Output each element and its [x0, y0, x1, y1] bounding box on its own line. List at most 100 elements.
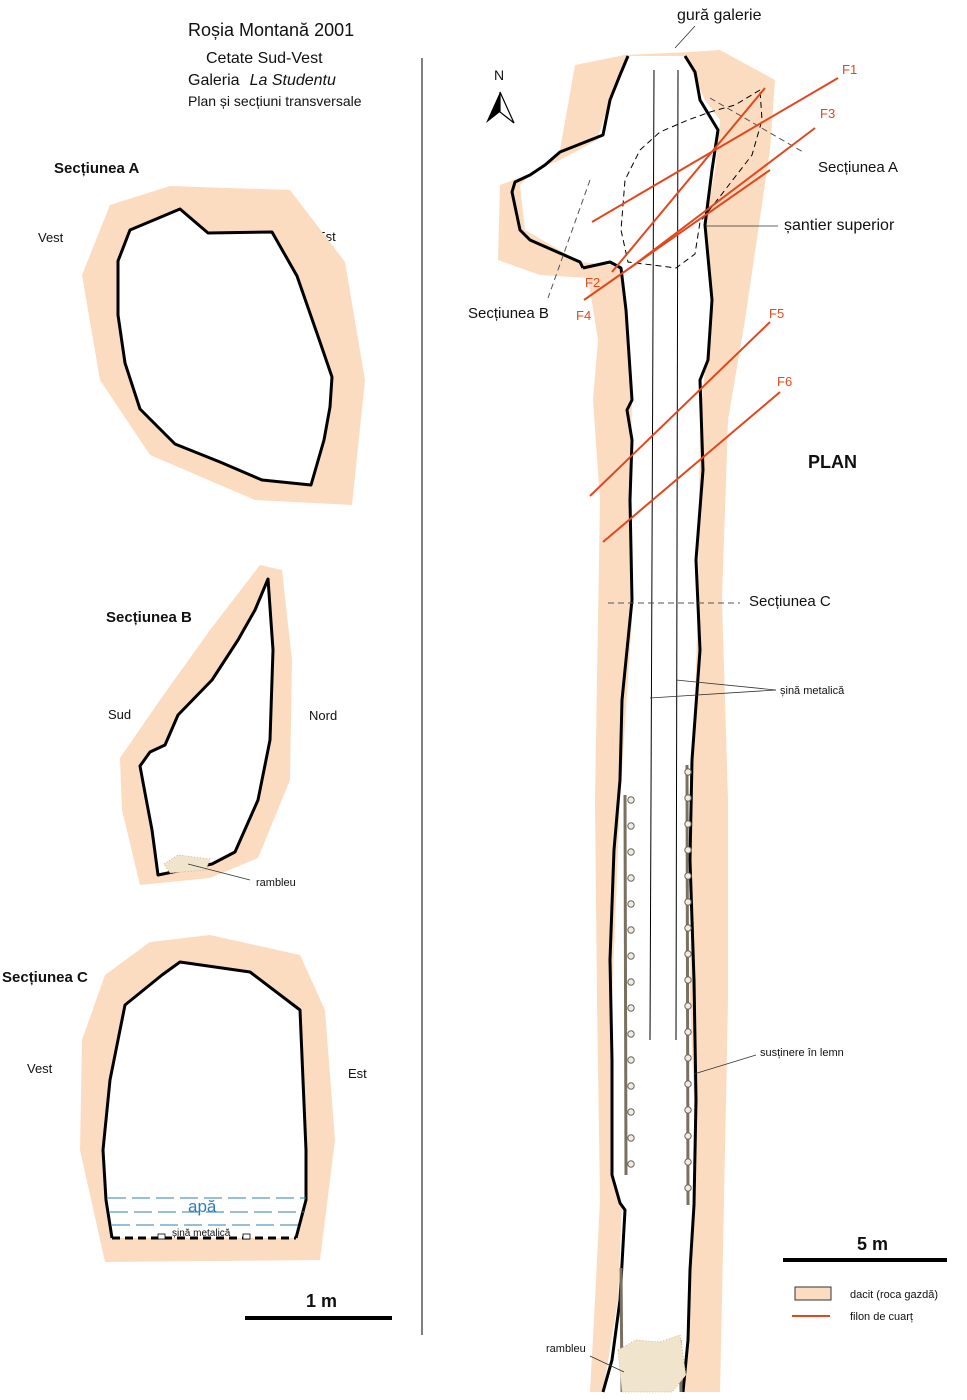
section-c-water-label: apă: [188, 1197, 217, 1216]
plan-gallery-floor: [520, 56, 720, 1392]
section-c-rail-right: [242, 1233, 251, 1240]
plan-mouth-leader: [674, 25, 696, 49]
plan-right-wall: [681, 55, 720, 1393]
section-c-outline: [101, 960, 308, 1239]
timber-knob-left: [627, 1082, 635, 1090]
north-arrow-icon-half: [499, 91, 515, 124]
timber-knob-left: [627, 1134, 635, 1142]
timber-knob-left: [627, 1056, 635, 1064]
section-b-north: Nord: [309, 708, 337, 723]
plan-section-b-cut: [547, 179, 591, 299]
plan-fill-label: rambleu: [546, 1343, 586, 1355]
plan-upper-works-label: șantier superior: [784, 217, 895, 234]
timber-knob-left: [627, 822, 635, 830]
title-line-1: Roșia Montană 2001: [188, 20, 354, 40]
section-a-outline: [116, 207, 334, 487]
timber-knob-right: [684, 1184, 692, 1192]
timber-knob-left: [627, 900, 635, 908]
timber-knob-right: [684, 1158, 692, 1166]
timber-knob-right: [684, 1028, 692, 1036]
timber-knob-right: [684, 872, 692, 880]
plan-fill-leader: [589, 1355, 625, 1373]
timber-knob-left: [627, 952, 635, 960]
plan-timber-leader: [693, 1054, 757, 1075]
plan-left-wall: [510, 55, 634, 1393]
legend-rock-label: dacit (roca gazdă): [850, 1289, 938, 1301]
timber-knob-right: [684, 794, 692, 802]
vein-f6: [602, 391, 781, 543]
plan-section-a-label: Secțiunea A: [818, 159, 898, 176]
timber-knob-right: [684, 1132, 692, 1140]
section-b-south: Sud: [108, 707, 131, 722]
section-c-title: Secțiunea C: [2, 969, 88, 986]
section-b-fill-leader: [187, 863, 251, 881]
title-line-2: Cetate Sud-Vest: [206, 50, 323, 67]
section-b-title: Secțiunea B: [106, 609, 192, 626]
timber-knob-right: [684, 820, 692, 828]
plan-rail-left: [649, 69, 655, 1041]
plan-quartz-veins: [583, 77, 839, 543]
timber-knob-right: [684, 1106, 692, 1114]
timber-knob-right: [684, 1080, 692, 1088]
plan-mouth-label: gură galerie: [677, 7, 762, 24]
vein-label-f2: F2: [585, 275, 600, 290]
timber-knob-right: [684, 768, 692, 776]
vein-f1: [591, 77, 839, 223]
timber-knob-left: [627, 1160, 635, 1168]
timber-knob-right: [684, 976, 692, 984]
section-b-outline: [138, 577, 275, 877]
section-scale-label: 1 m: [306, 1291, 337, 1311]
legend-rock-swatch: [794, 1286, 832, 1301]
plan-upper-works: [620, 89, 763, 269]
timber-knob-left: [627, 1004, 635, 1012]
timber-knob-left: [627, 1030, 635, 1038]
section-c-east: Est: [348, 1066, 367, 1081]
timber-knob-left: [627, 848, 635, 856]
vein-f5: [589, 321, 771, 497]
plan-rail-label: șină metalică: [780, 685, 845, 697]
plan-timber-label: susținere în lemn: [760, 1047, 844, 1059]
plan-scale-label: 5 m: [857, 1234, 888, 1254]
vein-label-f4: F4: [576, 308, 591, 323]
vein-f3: [629, 127, 816, 269]
timber-knob-left: [627, 874, 635, 882]
legend-vein-label: filon de cuarț: [850, 1311, 913, 1323]
section-a-title: Secțiunea A: [54, 160, 139, 177]
vein-f2: [611, 87, 766, 273]
section-c-water-lines: [108, 1197, 306, 1226]
section-c-rail-left: [157, 1233, 166, 1240]
timber-post-right: [685, 764, 690, 1206]
timber-knob-right: [684, 1054, 692, 1062]
plan-section-c-label: Secțiunea C: [749, 593, 831, 610]
section-c-west: Vest: [27, 1061, 53, 1076]
timber-knob-right: [684, 924, 692, 932]
vein-label-f6: F6: [777, 374, 792, 389]
north-arrow-icon: [486, 92, 500, 123]
timber-knob-left: [627, 1108, 635, 1116]
plan-section-b-label: Secțiunea B: [468, 305, 549, 322]
timber-knob-right: [684, 1002, 692, 1010]
vein-label-f5: F5: [769, 306, 784, 321]
north-label: N: [494, 67, 504, 83]
section-b-fill-label: rambleu: [256, 877, 296, 889]
timber-knob-right: [684, 950, 692, 958]
vein-label-f1: F1: [842, 62, 857, 77]
title-line-4: Plan și secțiuni transversale: [188, 93, 362, 109]
vein-f4: [583, 169, 771, 301]
plan-title: PLAN: [808, 452, 857, 472]
plan-rail-leader-2: [675, 679, 777, 691]
plan-rail-leader-1: [649, 689, 777, 699]
section-a-west: Vest: [38, 230, 64, 245]
timber-knob-left: [627, 796, 635, 804]
timber-post-left: [623, 794, 628, 1176]
plan-timber-supports: [619, 764, 692, 1393]
section-c-rail-label: șină metalică: [172, 1228, 231, 1239]
timber-knob-left: [627, 926, 635, 934]
vein-label-f3: F3: [820, 106, 835, 121]
timber-knob-right: [684, 898, 692, 906]
timber-knob-right: [684, 846, 692, 854]
timber-knob-left: [627, 978, 635, 986]
